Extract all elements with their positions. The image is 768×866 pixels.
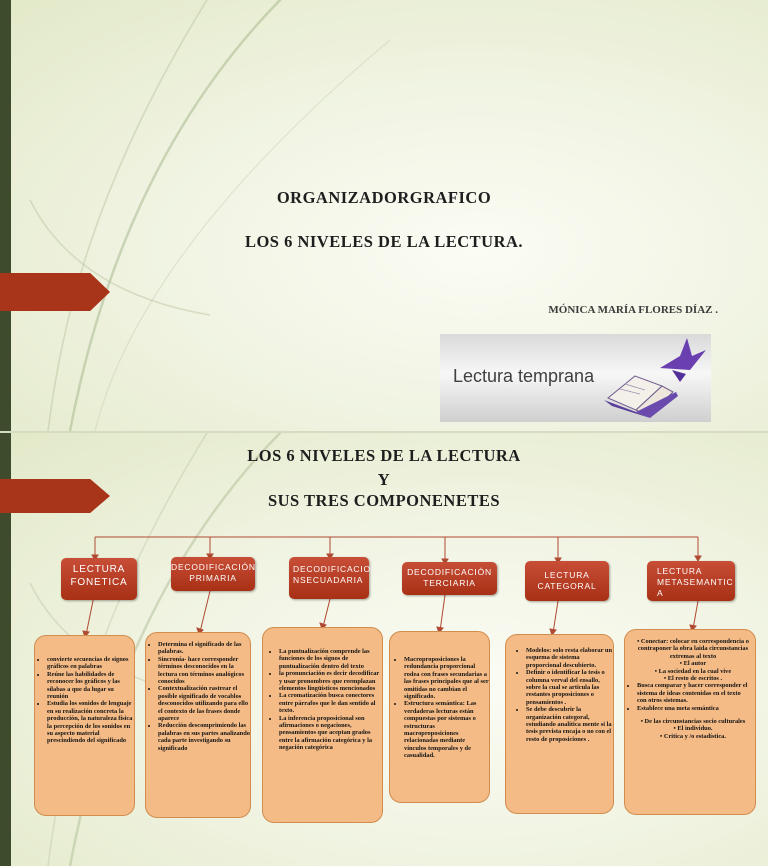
- list-item: Definir o identificar la tesis o columna…: [526, 669, 613, 706]
- slide-subtitle: LOS 6 NIVELES DE LA LECTURA.: [244, 232, 524, 251]
- slide-divider: [0, 431, 768, 433]
- list-item: Estudia los sonidos de lenguaje en su re…: [47, 700, 134, 744]
- list-item: convierte secuencias de signos gráficos …: [47, 656, 134, 671]
- list-item: Reducción descomprimiendo las palabras e…: [158, 722, 250, 752]
- list-item: Establece una meta semántica: [637, 705, 749, 712]
- lectura-banner: Lectura temprana: [440, 334, 711, 422]
- organizer-title-line1: LOS 6 NIVELES DE LA LECTURA: [247, 446, 521, 465]
- list-item: • El individuo.: [673, 725, 713, 733]
- organizer-slide: LOS 6 NIVELES DE LA LECTURA Y SUS TRES C…: [0, 433, 768, 866]
- arrow-shape: [0, 479, 110, 513]
- list-item: • De las circunstancias socio culturales: [640, 718, 746, 726]
- content-box-secundaria: La puntualización comprende las funcione…: [262, 627, 383, 823]
- list-item: • El autor: [679, 660, 707, 668]
- organizer-title-line2: Y: [377, 470, 391, 489]
- list-item: La puntualización comprende las funcione…: [279, 648, 382, 670]
- list-item: Se debe descubrir la organización catego…: [526, 706, 613, 743]
- list-item: Busca comparar y hacer corresponder el s…: [637, 682, 749, 704]
- content-box-primaria: Determina el significado de las palabras…: [145, 632, 251, 818]
- slide-title: ORGANIZADORGRAFICO: [276, 188, 492, 207]
- list-item: La cromatización busca conectores entre …: [279, 692, 382, 714]
- list-item: Modelos: solo resta elaborar un esquema …: [526, 647, 613, 669]
- connector-lines: [82, 536, 702, 639]
- list-item: la pronunciación es decir decodificar y …: [279, 670, 382, 692]
- book-bird-icon: [604, 338, 706, 418]
- list-item: Contextualización rastrear el posible si…: [158, 685, 250, 722]
- list-item: Macroproposiciones la redundancia propor…: [404, 656, 489, 700]
- list-item: • Conectar: colocar en correspondencia o…: [637, 638, 749, 660]
- list-item: Reúne las habilidades de reconocer los g…: [47, 671, 134, 701]
- organizer-title-line3: SUS TRES COMPONENETES: [267, 491, 501, 510]
- list-item: • El resto de escritos .: [663, 675, 723, 683]
- sidebar-strip: [0, 0, 11, 431]
- content-box-fonetica: convierte secuencias de signos gráficos …: [34, 635, 135, 816]
- banner-text: Lectura temprana: [453, 366, 595, 386]
- decorative-swirls: [29, 0, 391, 431]
- list-item: Determina el significado de las palabras…: [158, 641, 250, 656]
- content-box-categoral: Modelos: solo resta elaborar un esquema …: [505, 634, 614, 814]
- sidebar-strip: [0, 433, 11, 866]
- title-slide: ORGANIZADORGRAFICO LOS 6 NIVELES DE LA L…: [0, 0, 768, 431]
- list-item: La inferencia proposicional son afirmaci…: [279, 715, 382, 752]
- content-box-terciaria: Macroproposiciones la redundancia propor…: [389, 631, 490, 803]
- list-item: Estructura semántica: Las verdaderas lec…: [404, 700, 489, 759]
- list-item: Sincronía- hace corresponder términos de…: [158, 656, 250, 686]
- list-item: • Critica y /o estadística.: [660, 732, 726, 740]
- author-name: MÓNICA MARÍA FLORES DÍAZ .: [548, 304, 718, 316]
- list-item: • La sociedad en la cual vive: [654, 667, 732, 675]
- arrow-shape: [0, 273, 110, 311]
- content-box-metasemantica: • Conectar: colocar en correspondencia o…: [624, 629, 756, 815]
